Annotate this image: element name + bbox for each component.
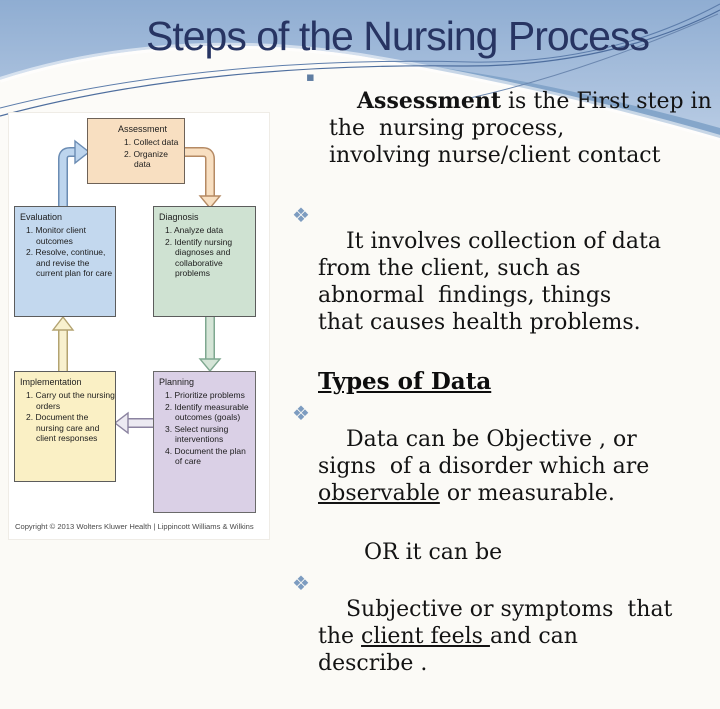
bullet-text: It involves collection of data from the … [318, 229, 661, 335]
diamond-bullet-icon: ❖ [292, 401, 310, 425]
box-title: Diagnosis [159, 212, 199, 222]
page-title: Steps of the Nursing Process [146, 13, 650, 59]
box-title: Planning [159, 377, 195, 387]
arrow-planning-to-implementation [113, 411, 154, 435]
slide-body-text: ▪ Assessment is the First step in the nur… [292, 61, 720, 709]
diagram-arrows [51, 139, 222, 435]
box-item: 1. Collect data [124, 137, 179, 147]
box-item: 2. Identify measurable outcomes (goals) [165, 401, 249, 423]
bullet-text: is the First step in the nursing process… [329, 89, 712, 168]
box-item: 1. Monitor client outcomes [26, 225, 86, 246]
box-item: 4. Document the plan of care [165, 445, 246, 467]
arrow-evaluation-to-assessment [58, 139, 91, 206]
figure-copyright: Copyright © 2013 Wolters Kluwer Health |… [15, 522, 254, 531]
bullet-subjective-data: ❖Subjective or symptoms that the client … [292, 569, 720, 704]
square-bullet-icon: ▪ [306, 70, 315, 85]
bullet-text-underlined: client feels [361, 624, 490, 649]
nursing-process-diagram: Assessment 1. Collect data 2. Organize d… [8, 112, 270, 540]
box-title: Evaluation [20, 212, 63, 222]
box-item: 3. Select nursing interventions [165, 423, 229, 445]
diagram-box-planning: Planning 1. Prioritize problems 2. Ident… [153, 371, 256, 513]
diagram-box-evaluation: Evaluation 1. Monitor client outcomes 2.… [14, 206, 116, 317]
bullet-text-bold: Assessment [356, 88, 502, 114]
box-title: Assessment [118, 124, 168, 134]
box-item: 1. Prioritize problems [165, 390, 245, 400]
box-item: 2. Organize data [124, 148, 168, 170]
arrow-implementation-to-evaluation [51, 315, 75, 372]
diamond-bullet-icon: ❖ [292, 203, 310, 227]
bullet-data-collection: ❖ It involves collection of data from the… [292, 201, 720, 363]
diagram-box-diagnosis: Diagnosis 1. Analyze data 2. Identify nu… [153, 206, 256, 317]
box-title: Implementation [20, 377, 82, 387]
bullet-objective-data: ❖ Data can be Objective , or signs of a d… [292, 399, 720, 534]
diamond-bullet-icon: ❖ [292, 571, 310, 595]
box-item: 1. Carry out the nursing orders [26, 390, 115, 411]
box-item: 2. Resolve, continue, and revise the cur… [26, 247, 113, 278]
box-item: 2. Document the nursing care and client … [26, 412, 100, 443]
bullet-text-underlined: observable [318, 481, 440, 506]
bullet-assessment-first-step: ▪ Assessment is the First step in the nur… [292, 61, 720, 196]
arrow-assessment-to-diagnosis [184, 147, 222, 210]
arrow-diagnosis-to-planning [198, 316, 222, 373]
types-of-data-heading: Types of Data [318, 368, 492, 395]
diagram-box-implementation: Implementation 1. Carry out the nursing … [14, 371, 116, 482]
or-it-can-be-line: OR it can be [364, 540, 503, 565]
diagram-box-assessment: Assessment 1. Collect data 2. Organize d… [87, 118, 185, 184]
box-item: 2. Identify nursing diagnoses and collab… [165, 236, 233, 279]
bullet-text: Data can be Objective , or signs of a di… [318, 427, 650, 479]
box-item: 1. Analyze data [165, 225, 224, 235]
bullet-text: or measurable. [439, 481, 615, 506]
